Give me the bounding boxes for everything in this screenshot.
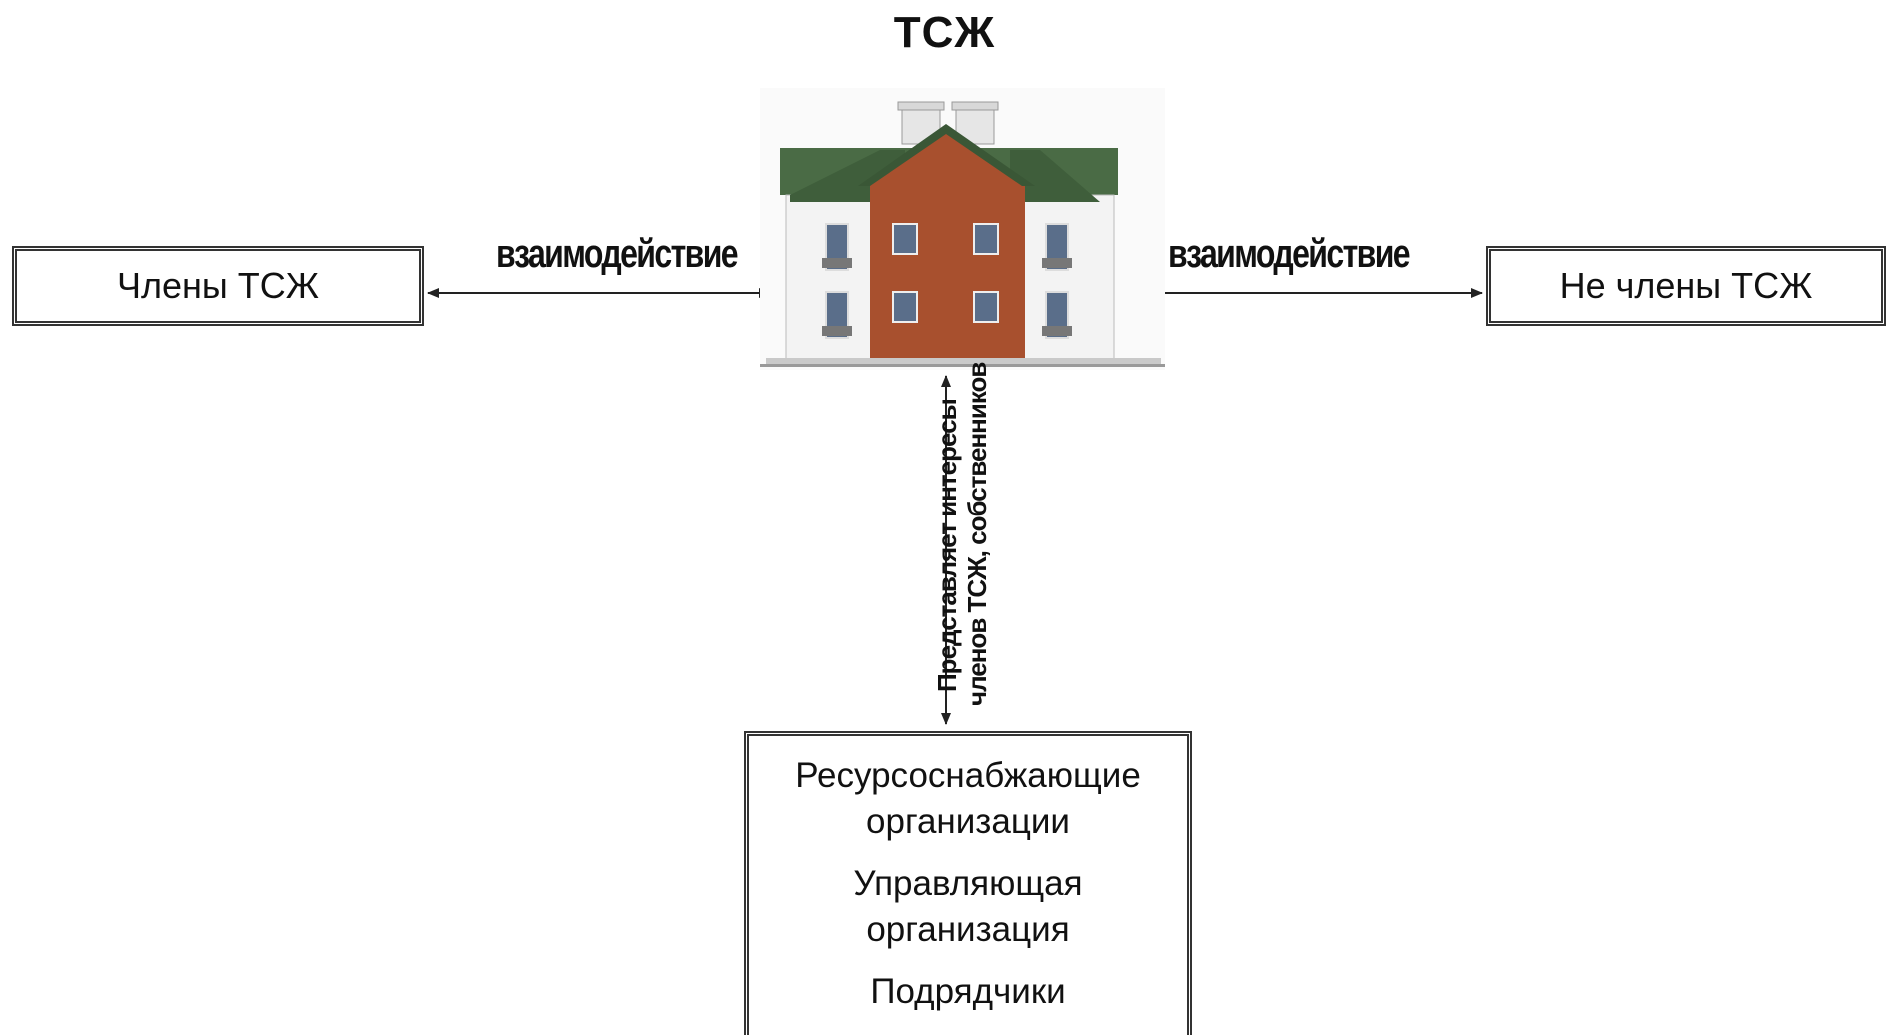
node-members: Члены ТСЖ [12,246,424,326]
edge-label-vertical-line1: Представляет интересы [932,399,962,692]
node-organizations: Ресурсоснабжающие организации Управляюща… [744,731,1192,1035]
node-org-line5: Подрядчики [870,971,1066,1011]
apartment-building-icon [760,88,1165,370]
edge-label-left: взаимодействие [496,232,739,276]
diagram-title: ТСЖ [893,8,996,57]
node-non-members: Не члены ТСЖ [1486,246,1886,326]
node-non-members-label: Не члены ТСЖ [1559,265,1813,306]
node-org-line1: Ресурсоснабжающие [795,755,1141,795]
node-org-line2: организации [866,801,1070,841]
node-org-line3: Управляющая [853,863,1083,903]
edge-label-right: взаимодействие [1168,232,1411,276]
edge-label-vertical-line2: членов ТСЖ, собственников [962,362,992,706]
node-org-line4: организация [866,909,1070,949]
node-members-label: Члены ТСЖ [116,265,319,306]
